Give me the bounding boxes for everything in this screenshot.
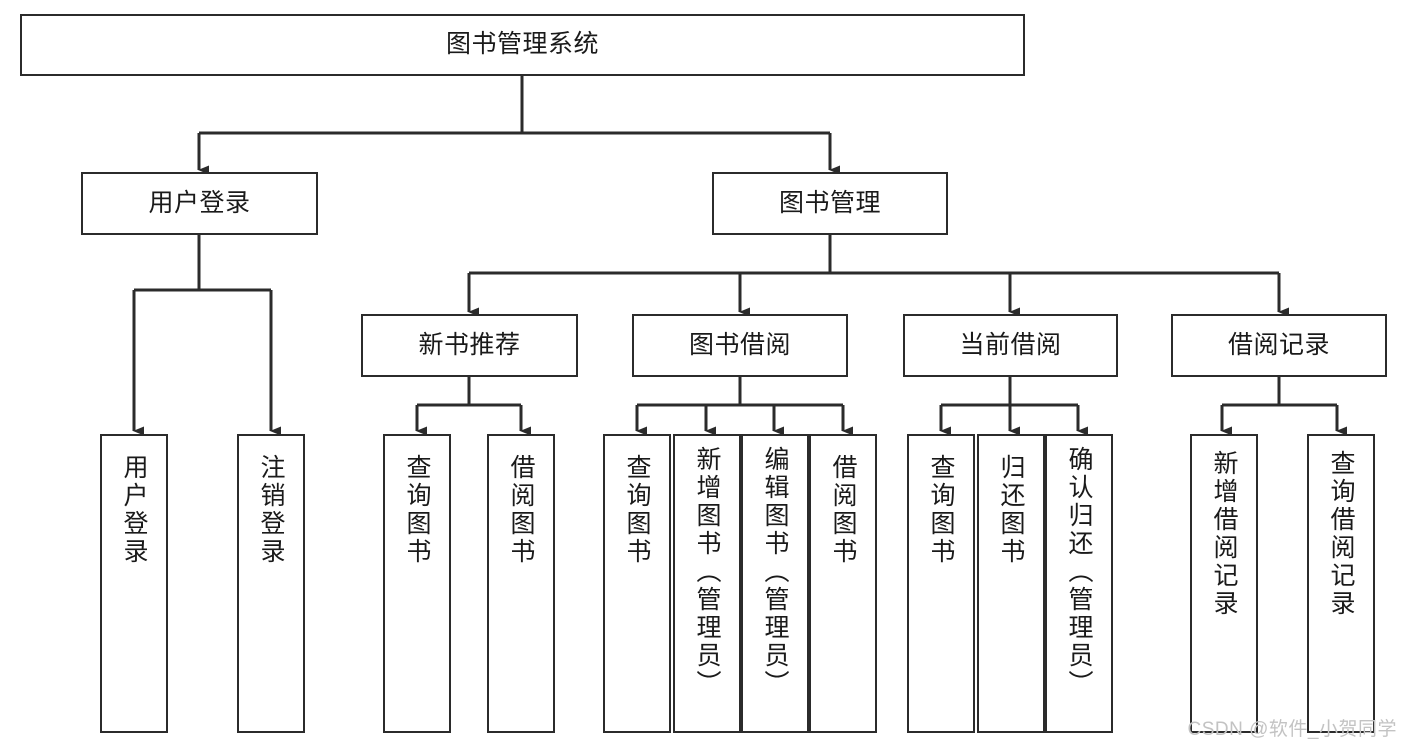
node-leaf-query-book-1[interactable]: 查询图书 [383,434,451,733]
node-leaf-edit-book[interactable]: 编辑图书（管理员） [741,434,809,733]
node-leaf-borrow-book-1-label: 借阅图书 [507,454,535,566]
node-leaf-query-record-label: 查询借阅记录 [1327,450,1355,618]
node-book-manage-label: 图书管理 [778,188,881,217]
node-new-book-rec-label: 新书推荐 [418,330,521,359]
connectors-current-borrow [939,377,1088,436]
node-leaf-borrow-book-1[interactable]: 借阅图书 [487,434,555,733]
node-leaf-user-login[interactable]: 用户登录 [100,434,168,733]
node-leaf-query-book-3[interactable]: 查询图书 [907,434,975,733]
node-new-book-rec[interactable]: 新书推荐 [361,314,578,377]
connectors-user-login [132,235,281,436]
node-current-borrow[interactable]: 当前借阅 [903,314,1118,377]
node-current-borrow-label: 当前借阅 [959,330,1062,359]
node-book-borrow-label: 图书借阅 [688,330,791,359]
node-leaf-return-book-label: 归还图书 [997,454,1025,566]
connectors-new-book-rec [415,377,531,436]
node-leaf-edit-book-label: 编辑图书（管理员） [761,446,789,698]
node-leaf-borrow-book-2-label: 借阅图书 [829,454,857,566]
node-leaf-return-book[interactable]: 归还图书 [977,434,1045,733]
node-leaf-add-book[interactable]: 新增图书（管理员） [673,434,741,733]
node-leaf-confirm-return[interactable]: 确认归还（管理员） [1045,434,1113,733]
node-leaf-add-book-label: 新增图书（管理员） [693,446,721,698]
node-leaf-user-logout[interactable]: 注销登录 [237,434,305,733]
node-leaf-query-book-1-label: 查询图书 [403,454,431,566]
node-borrow-record[interactable]: 借阅记录 [1171,314,1387,377]
node-leaf-user-login-label: 用户登录 [120,454,148,566]
node-book-manage[interactable]: 图书管理 [712,172,948,235]
node-user-login-label: 用户登录 [148,188,251,217]
node-leaf-confirm-return-label: 确认归还（管理员） [1065,446,1093,698]
node-leaf-add-record[interactable]: 新增借阅记录 [1190,434,1258,733]
node-borrow-record-label: 借阅记录 [1227,330,1330,359]
node-book-borrow[interactable]: 图书借阅 [632,314,848,377]
node-leaf-add-record-label: 新增借阅记录 [1210,450,1238,618]
node-user-login[interactable]: 用户登录 [81,172,318,235]
connectors-book-borrow [635,377,853,436]
node-leaf-query-book-2-label: 查询图书 [623,454,651,566]
node-root[interactable]: 图书管理系统 [20,14,1025,76]
node-leaf-query-record[interactable]: 查询借阅记录 [1307,434,1375,733]
node-leaf-query-book-3-label: 查询图书 [927,454,955,566]
connectors-book-manage [467,235,1289,317]
node-leaf-user-logout-label: 注销登录 [257,454,285,566]
node-leaf-borrow-book-2[interactable]: 借阅图书 [809,434,877,733]
connectors-borrow-record [1220,377,1347,436]
connectors-root [197,76,840,175]
node-leaf-query-book-2[interactable]: 查询图书 [603,434,671,733]
node-root-label: 图书管理系统 [445,30,599,59]
